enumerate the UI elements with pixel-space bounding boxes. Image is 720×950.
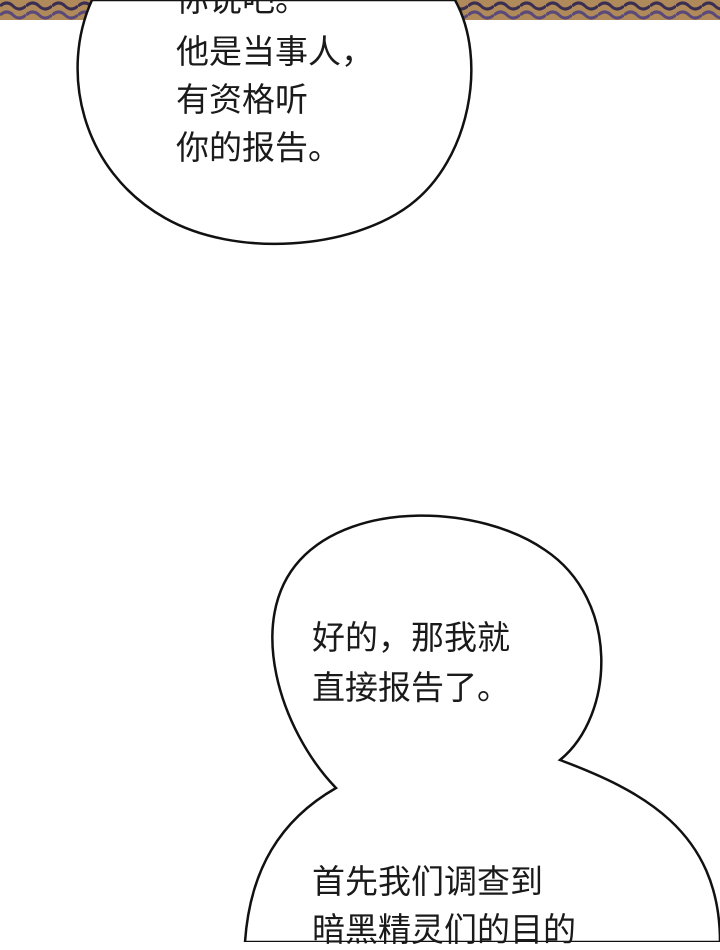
- bubble-1-line-2: 他是当事人，: [176, 32, 374, 71]
- speech-bubble-1: [76, 0, 473, 246]
- bubble-1-line-3: 有资格听: [176, 80, 308, 119]
- bubble-2-line-1: 好的，那我就: [312, 618, 510, 657]
- bubble-3-line-2: 暗黑精灵们的目的: [312, 910, 576, 949]
- bubble-3-line-1: 首先我们调查到: [312, 862, 543, 901]
- bubble-1-line-4: 你的报告。: [176, 128, 341, 167]
- bubble-2-line-2: 直接报告了。: [312, 668, 510, 707]
- bubble-1-line-1: 你说吧。: [176, 0, 308, 20]
